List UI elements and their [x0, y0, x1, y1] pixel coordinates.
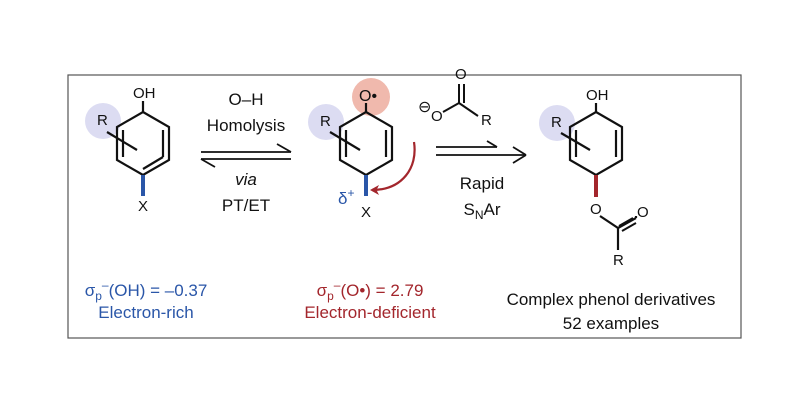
right-r-bond — [560, 132, 591, 151]
conditions-above-2: Homolysis — [206, 116, 286, 135]
scheme-frame — [67, 74, 742, 339]
conditions-below-2: PT/ET — [221, 196, 271, 215]
right-r-label: R — [551, 114, 562, 131]
carboxylate-charge: ⊖ — [418, 99, 432, 116]
carboxylate-o-label: O — [431, 108, 443, 125]
middle-r-bond — [329, 131, 361, 151]
snar-conditions-1: Rapid — [459, 174, 505, 193]
carboxylate-r-label: R — [481, 112, 492, 129]
carboxylate-structure — [442, 84, 479, 117]
sigma-left-value: σp–(OH) = –0.37 — [84, 278, 208, 303]
middle-r-highlight — [308, 104, 344, 140]
left-r-bond — [106, 131, 138, 151]
curved-attack-arrow — [370, 141, 416, 195]
left-x-label: X — [138, 198, 149, 215]
conditions-above-1: O–H — [228, 90, 264, 109]
equilibrium-arrow — [200, 143, 292, 168]
left-phenol-structure — [85, 101, 171, 196]
middle-x-label: X — [361, 204, 372, 221]
left-r-label: R — [97, 112, 108, 129]
result-caption-1: Complex phenol derivatives — [506, 290, 716, 309]
result-caption-2: 52 examples — [562, 314, 660, 333]
forward-arrow — [436, 140, 527, 164]
right-carbonyl-o-label: O — [637, 204, 649, 221]
ester-o-label: O — [590, 201, 602, 218]
snar-conditions-2: SNAr — [463, 200, 501, 222]
radical-o-label: O• — [359, 88, 378, 105]
right-r-highlight — [539, 105, 575, 141]
right-oh-label: OH — [586, 87, 609, 104]
partial-charge-label: δ+ — [338, 186, 355, 208]
sigma-middle-value: σp–(O•) = 2.79 — [316, 278, 424, 303]
middle-radical-structure — [308, 78, 394, 196]
radical-o-highlight — [352, 78, 390, 116]
right-carbonyl — [618, 217, 637, 232]
right-product-structure — [539, 103, 638, 250]
sigma-left-label: Electron-rich — [98, 303, 194, 322]
left-oh-label: OH — [133, 85, 156, 102]
left-r-highlight — [85, 103, 121, 139]
conditions-below-1: via — [235, 170, 257, 189]
middle-r-label: R — [320, 113, 331, 130]
sigma-middle-label: Electron-deficient — [304, 303, 436, 322]
carboxylate-carbonyl-o: O — [455, 66, 467, 83]
acyl-r-label: R — [613, 252, 624, 269]
